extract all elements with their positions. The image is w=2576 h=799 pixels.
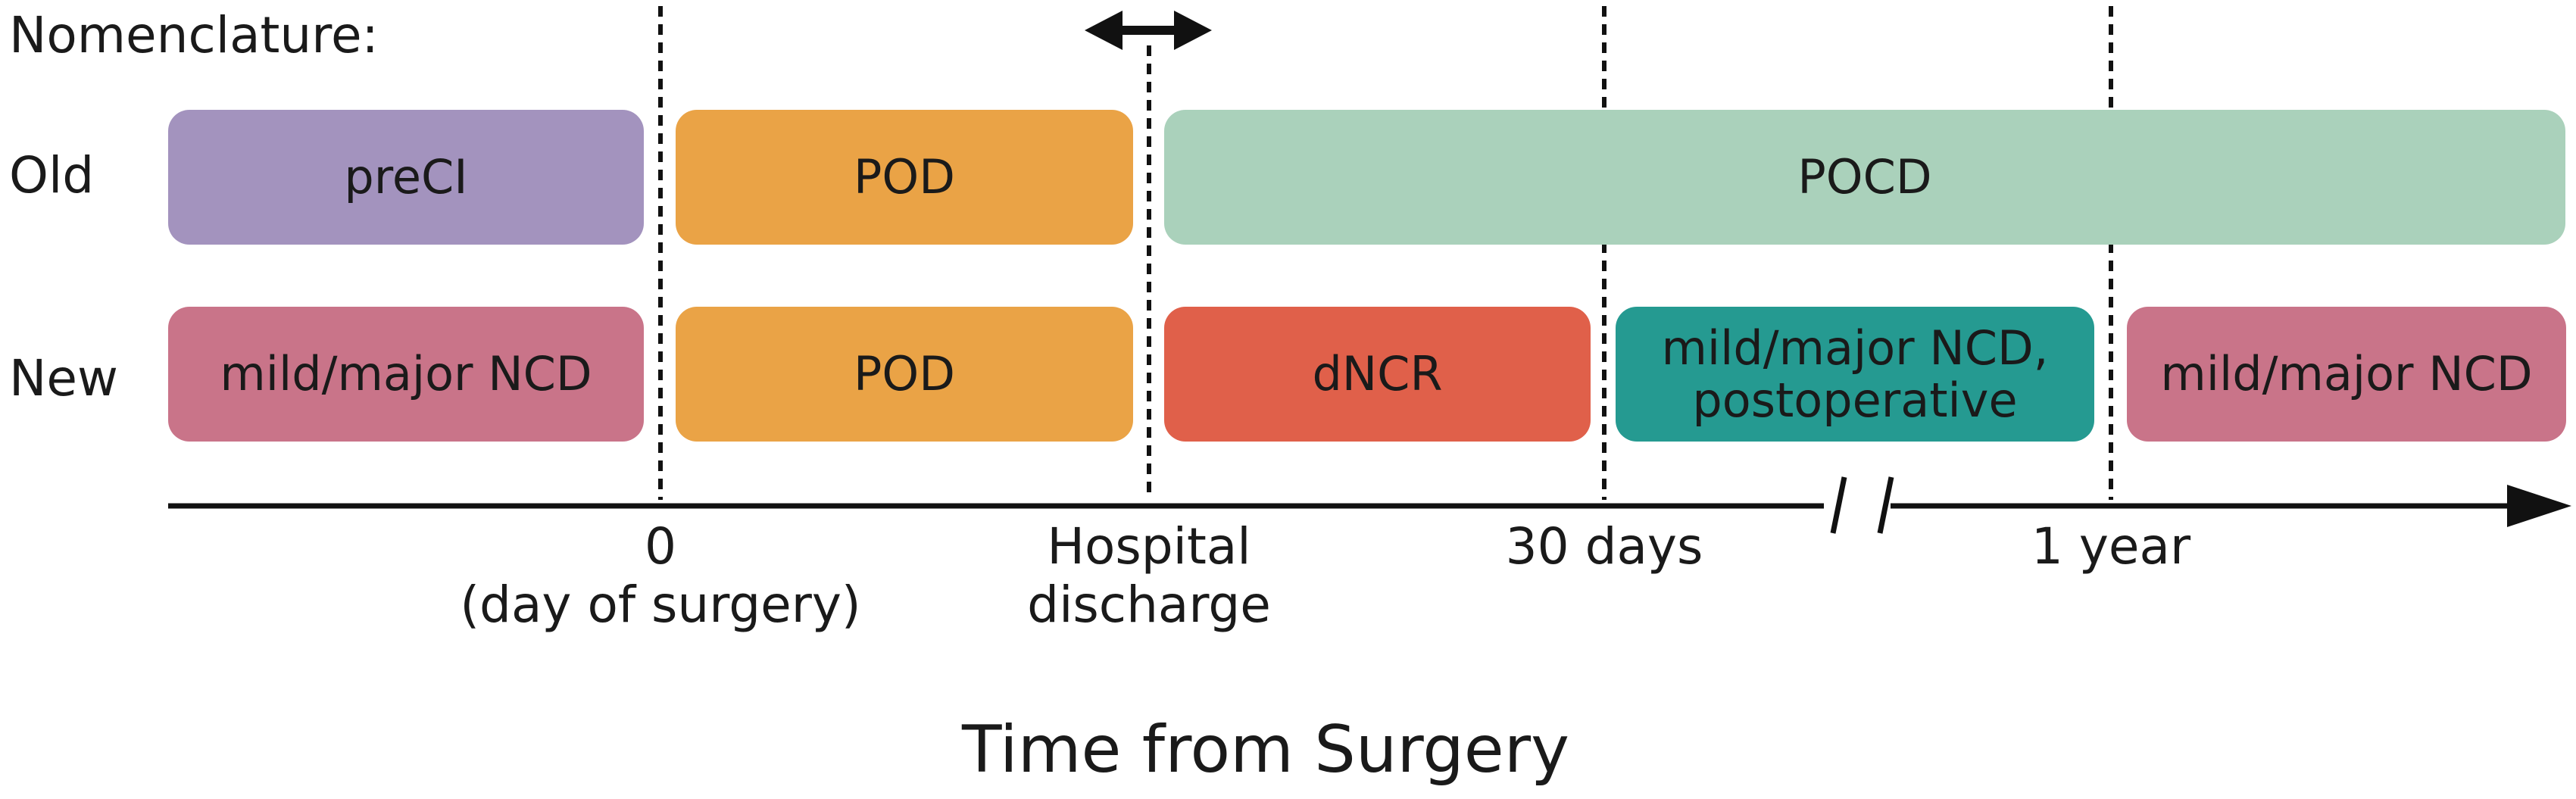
tick-hospital-discharge-line2: discharge [1027, 576, 1271, 635]
tick-1-year-label: 1 year [2031, 517, 2191, 576]
box-new-ncd-post: mild/major NCD [2127, 307, 2566, 442]
box-new-dncr: dNCR [1164, 307, 1591, 442]
box-old-pod: POD [676, 110, 1133, 245]
box-new-ncd-postoperative-line1: mild/major NCD, [1661, 320, 2049, 376]
box-new-ncd-post-label: mild/major NCD [2160, 346, 2533, 402]
box-old-pod-label: POD [854, 149, 955, 205]
axis-break-marks [1824, 476, 1894, 535]
box-new-pod-label: POD [854, 346, 955, 402]
box-old-preci-label: preCI [344, 149, 468, 205]
tick-hospital-discharge: Hospital discharge [922, 517, 1376, 634]
box-new-pod: POD [676, 307, 1133, 442]
tick-day-of-surgery-value: 0 [645, 517, 676, 576]
tick-day-of-surgery-sub: (day of surgery) [460, 576, 861, 635]
box-new-ncd-pre-label: mild/major NCD [220, 346, 592, 402]
box-new-ncd-postoperative-line2: postoperative [1692, 373, 2018, 428]
axis-title: Time from Surgery [962, 712, 1569, 788]
nomenclature-heading: Nomenclature: [9, 6, 379, 64]
tick-hospital-discharge-line1: Hospital [1047, 517, 1251, 576]
box-old-pocd: POCD [1164, 110, 2565, 245]
row-label-old: Old [9, 146, 95, 204]
box-old-pocd-label: POCD [1797, 149, 1932, 205]
discharge-range-double-arrow [1085, 11, 1212, 50]
row-label-new: New [9, 349, 118, 407]
box-new-ncd-pre: mild/major NCD [168, 307, 644, 442]
box-old-preci: preCI [168, 110, 644, 245]
tick-30-days: 30 days [1377, 517, 1831, 576]
box-new-dncr-label: dNCR [1312, 346, 1443, 402]
tick-day-of-surgery: 0 (day of surgery) [433, 517, 888, 634]
box-new-ncd-postoperative: mild/major NCD, postoperative [1616, 307, 2094, 442]
tick-30-days-label: 30 days [1505, 517, 1703, 576]
tick-1-year: 1 year [1884, 517, 2338, 576]
time-axis [168, 485, 2571, 527]
